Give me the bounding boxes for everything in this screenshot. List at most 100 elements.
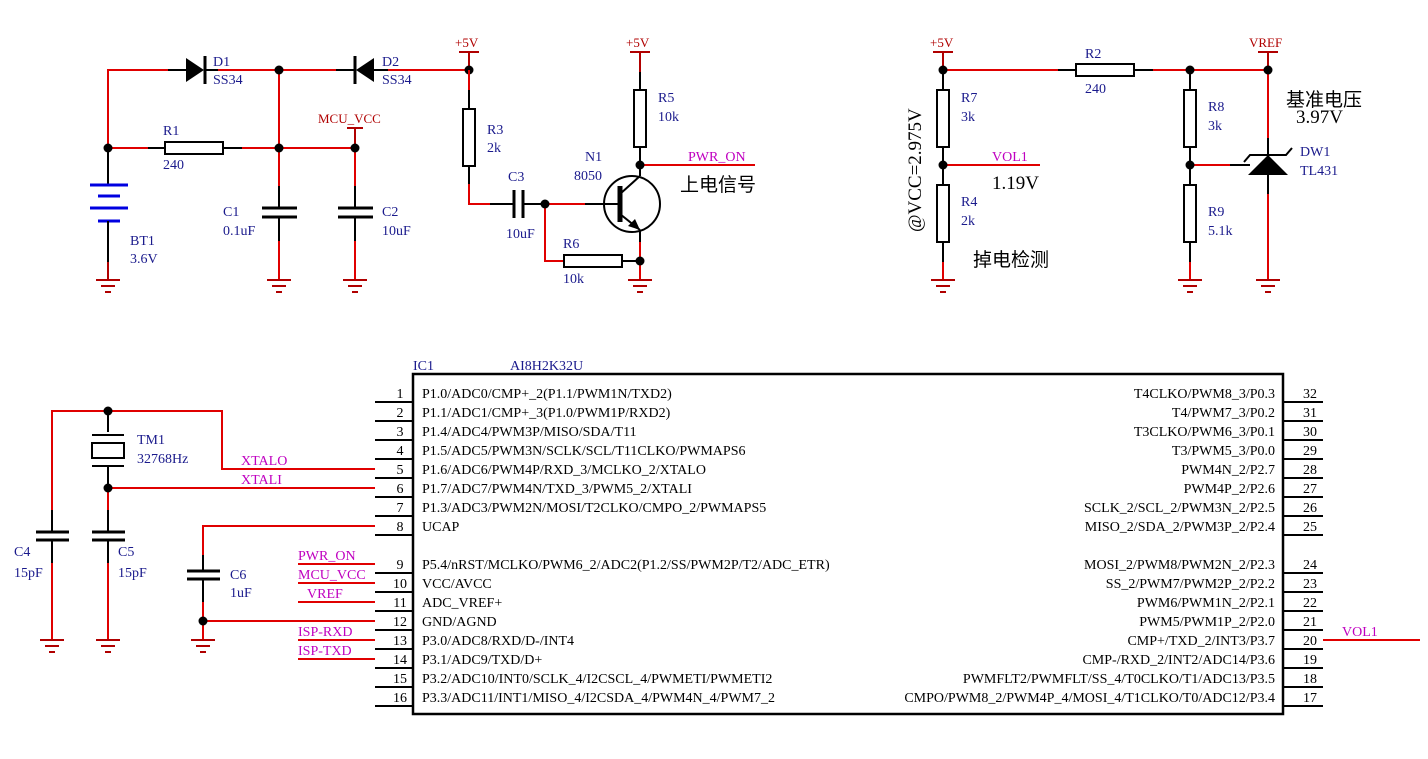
ic1-part: AI8H2K32U [510,359,583,374]
r4-value: 2k [961,214,975,229]
pin-number: 4 [397,444,404,459]
pin-number: 2 [397,406,404,421]
pin-number: 7 [397,501,404,516]
pin-number: 22 [1303,596,1317,611]
pin-name: P3.0/ADC8/RXD/D-/INT4 [422,634,574,649]
xtalo-net-label: XTALO [241,454,287,469]
r7-value: 3k [961,110,975,125]
r6-ref: R6 [563,237,579,252]
resistor-r9 [1183,184,1197,243]
xtali-net-label: XTALI [241,473,282,488]
pin-number: 21 [1303,615,1317,630]
ground-icon [190,639,216,653]
power-fail-detect-note: 掉电检测 [973,249,1049,271]
crystal-section: TM1 32768Hz XTALO XTALI C4 15pF C5 15pF [14,406,375,660]
pin-number: 18 [1303,672,1317,687]
r6-value: 10k [563,272,584,287]
ground-icon [1255,279,1281,293]
r5-value: 10k [658,110,679,125]
ic1-pin-4: 4 P1.5/ADC5/PWM3N/SCLK/SCL/T11CLKO/PWMAPS… [375,444,745,460]
reference-voltage-note: 基准电压 [1286,89,1362,111]
pin-name: P1.1/ADC1/CMP+_3(P1.0/PWM1P/RXD2) [422,406,671,421]
c3-ref: C3 [508,170,524,185]
pin-name: P1.0/ADC0/CMP+_2(P1.1/PWM1N/TXD2) [422,387,672,402]
ic1-pin-1: 1 P1.0/ADC0/CMP+_2(P1.1/PWM1N/TXD2) [375,387,672,403]
pin-number: 30 [1303,425,1317,440]
r8-ref: R8 [1208,100,1224,115]
pin-name: CMP-/RXD_2/INT2/ADC14/P3.6 [1082,653,1275,668]
pin-number: 25 [1303,520,1317,535]
r9-ref: R9 [1208,205,1224,220]
crystal-tm1 [91,434,125,467]
wire [107,69,168,148]
ic1-pin-18: 18PWMFLT2/PWMFLT/SS_4/T0CLKO/T1/ADC13/P3… [963,672,1323,688]
pin-name: MISO_2/SDA_2/PWM3P_2/P2.4 [1085,520,1275,535]
r2-value: 240 [1085,82,1106,97]
pin-number: 31 [1303,406,1317,421]
c1-ref: C1 [223,205,239,220]
pin-number: 5 [397,463,404,478]
r3-ref: R3 [487,123,503,138]
capacitor-c1 [262,206,297,219]
c3-value: 10uF [506,227,535,242]
r5-ref: R5 [658,91,674,106]
c4-value: 15pF [14,566,43,581]
ic1-pin-31: 31 T4/PWM7_3/P0.2 [1172,406,1323,422]
pin-name: T4/PWM7_3/P0.2 [1172,406,1275,421]
c1-value: 0.1uF [223,224,256,239]
pin-name: P5.4/nRST/MCLKO/PWM6_2/ADC2(P1.2/SS/PWM2… [422,558,830,573]
battery-bt1 [90,183,128,223]
pin-name: P1.5/ADC5/PWM3N/SCLK/SCL/T11CLKO/PWMAPS6 [422,444,745,459]
pin-name: T4CLKO/PWM8_3/P0.3 [1134,387,1275,402]
plus5v-r5-power-label: +5V [626,35,650,50]
pin-number: 6 [397,482,404,497]
pin-number: 19 [1303,653,1317,668]
plus5v-r7-power-label: +5V [930,35,954,50]
bt1-ref: BT1 [130,234,155,249]
c5-ref: C5 [118,545,134,560]
transistor-n1 [603,165,661,242]
resistor-r2 [1075,63,1135,77]
mcu-vcc-ic-net-label: MCU_VCC [298,568,366,583]
tm1-value: 32768Hz [137,452,188,467]
bt1-value: 3.6V [130,252,158,267]
pin-number: 1 [397,387,404,402]
resistor-r3 [462,108,476,167]
pin-name: T3CLKO/PWM6_3/P0.1 [1134,425,1275,440]
pin-name: PWM4P_2/P2.6 [1184,482,1275,497]
ic1-body [411,372,1285,716]
ic1-pin-27: 27 PWM4P_2/P2.6 [1184,482,1323,498]
pin-number: 11 [393,596,406,611]
ground-icon [39,639,65,653]
capacitor-c4 [36,530,69,542]
pin-name: CMPO/PWM8_2/PWM4P_4/MOSI_4/T1CLKO/T0/ADC… [904,691,1275,706]
pin-name: UCAP [422,520,460,535]
pin-number: 26 [1303,501,1317,516]
pwr-on-ic-net-label: PWR_ON [298,549,356,564]
pin-name: GND/AGND [422,615,497,630]
pin-name: P1.6/ADC6/PWM4P/RXD_3/MCLKO_2/XTALO [422,463,706,478]
r2-ref: R2 [1085,47,1101,62]
r9-value: 5.1k [1208,224,1233,239]
diode-d2 [353,56,374,84]
vcc-threshold-note: @VCC=2.975V [905,108,926,232]
ic1-pin-19: 19 CMP-/RXD_2/INT2/ADC14/P3.6 [1082,653,1323,669]
pin-name: CMP+/TXD_2/INT3/P3.7 [1127,634,1275,649]
c6-ref: C6 [230,568,246,583]
pin-number: 24 [1303,558,1317,573]
pin-number: 27 [1303,482,1317,497]
